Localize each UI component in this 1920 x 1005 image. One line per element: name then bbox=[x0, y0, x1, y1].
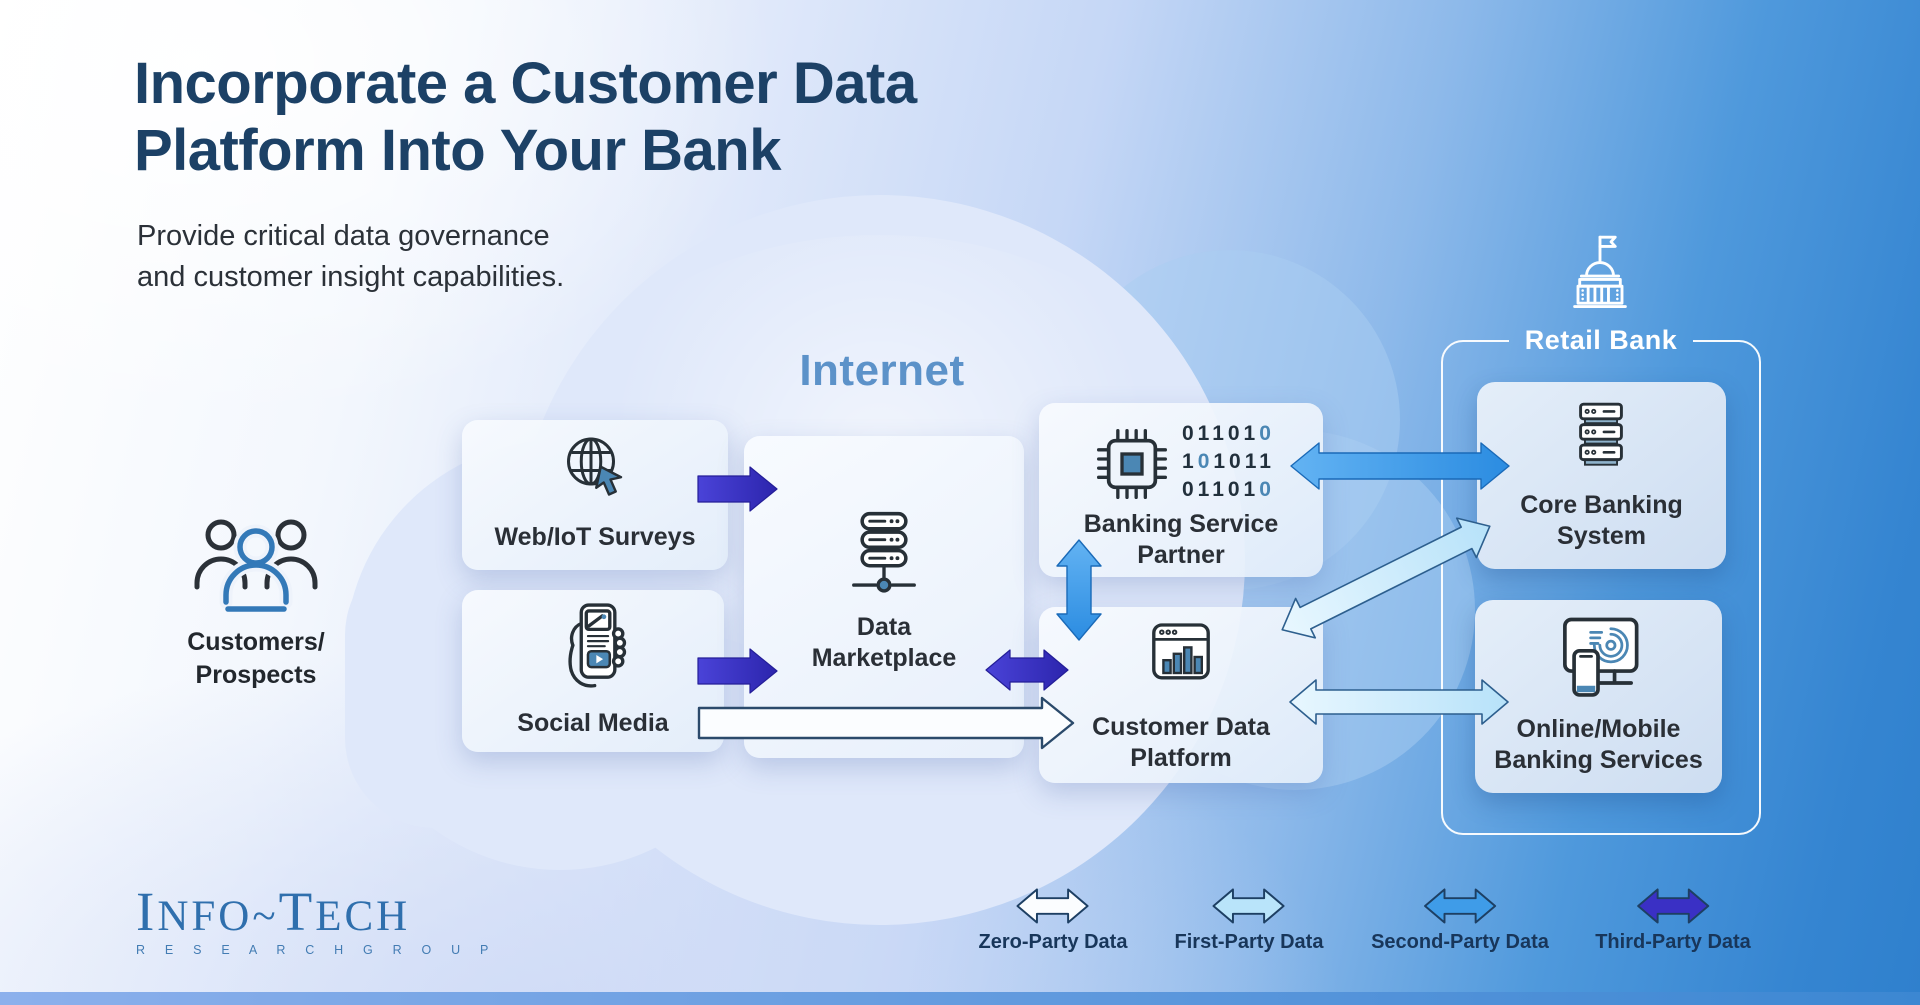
legend-third-party-label: Third-Party Data bbox=[1595, 931, 1751, 953]
data-marketplace-label: Data Marketplace bbox=[744, 612, 1024, 673]
customers-label-line2: Prospects bbox=[195, 660, 317, 689]
subtitle-line-1: Provide critical data governance bbox=[137, 220, 550, 252]
node-core-banking-system: Core Banking System bbox=[1477, 382, 1726, 569]
social-phone-hand-icon bbox=[568, 603, 627, 688]
marketplace-label-line2: Marketplace bbox=[811, 643, 957, 672]
core-banking-label: Core Banking System bbox=[1520, 491, 1683, 550]
banking-partner-label: Banking Service Partner bbox=[1083, 510, 1279, 569]
data-marketplace-server-icon bbox=[852, 511, 916, 593]
legend-zero-party-arrow-icon bbox=[1016, 888, 1090, 924]
infotech-logo-subtext: R E S E A R C H G R O U P bbox=[136, 943, 497, 957]
bottom-accent-bar bbox=[0, 992, 1920, 1005]
legend-zero-party: Zero-Party Data bbox=[978, 886, 1128, 954]
node-data-marketplace: Data Marketplace bbox=[744, 436, 1024, 758]
legend-second-party-label: Second-Party Data bbox=[1371, 931, 1549, 953]
node-web-iot-surveys: Web/IoT Surveys bbox=[462, 420, 728, 570]
legend-third-party-arrow-icon bbox=[1636, 888, 1710, 924]
page-subtitle: Provide critical data governance and cus… bbox=[137, 216, 757, 298]
legend-zero-party-label: Zero-Party Data bbox=[978, 931, 1128, 953]
page-title: Incorporate a Customer Data Platform Int… bbox=[134, 50, 1284, 185]
customers-label-line1: Customers/ bbox=[187, 628, 325, 656]
node-social-media: Social Media bbox=[462, 590, 724, 752]
globe-cursor-icon bbox=[567, 437, 623, 496]
node-customer-data-platform: Customer Data Platform bbox=[1039, 607, 1323, 783]
node-online-mobile-banking: Online/Mobile Banking Services bbox=[1475, 600, 1722, 793]
legend-first-party-label: First-Party Data bbox=[1174, 931, 1324, 953]
web-iot-label: Web/IoT Surveys bbox=[494, 522, 696, 551]
legend-first-party: First-Party Data bbox=[1174, 886, 1324, 954]
title-line-2: Platform Into Your Bank bbox=[134, 118, 781, 184]
customers-group-icon bbox=[194, 519, 318, 612]
online-mobile-label: Online/Mobile Banking Services bbox=[1494, 715, 1703, 774]
social-media-label: Social Media bbox=[517, 708, 669, 737]
retail-bank-label: Retail Bank bbox=[1524, 325, 1678, 355]
binary-code-text: 011010 101011 011010 bbox=[1182, 422, 1275, 501]
legend-second-party: Second-Party Data bbox=[1371, 886, 1549, 954]
customers-prospects-label: Customers/ Prospects bbox=[146, 626, 366, 691]
marketplace-label-line1: Data bbox=[856, 613, 912, 641]
legend-first-party-arrow-icon bbox=[1212, 888, 1286, 924]
chip-icon bbox=[1097, 429, 1167, 500]
legend-third-party: Third-Party Data bbox=[1595, 886, 1751, 954]
online-mobile-icon bbox=[1563, 617, 1639, 697]
internet-label: Internet bbox=[799, 346, 965, 395]
infotech-logo-wordmark: INFO~TECH bbox=[136, 881, 411, 942]
cdp-analytics-icon bbox=[1152, 623, 1210, 680]
core-banking-server-icon bbox=[1579, 402, 1623, 466]
cdp-label: Customer Data Platform bbox=[1092, 713, 1270, 772]
legend-second-party-arrow-icon bbox=[1423, 888, 1497, 924]
title-line-1: Incorporate a Customer Data bbox=[134, 51, 917, 116]
bank-building-icon bbox=[1573, 235, 1627, 308]
subtitle-line-2: and customer insight capabilities. bbox=[137, 261, 565, 294]
infotech-logo: INFO~TECH R E S E A R C H G R O U P bbox=[136, 884, 497, 957]
